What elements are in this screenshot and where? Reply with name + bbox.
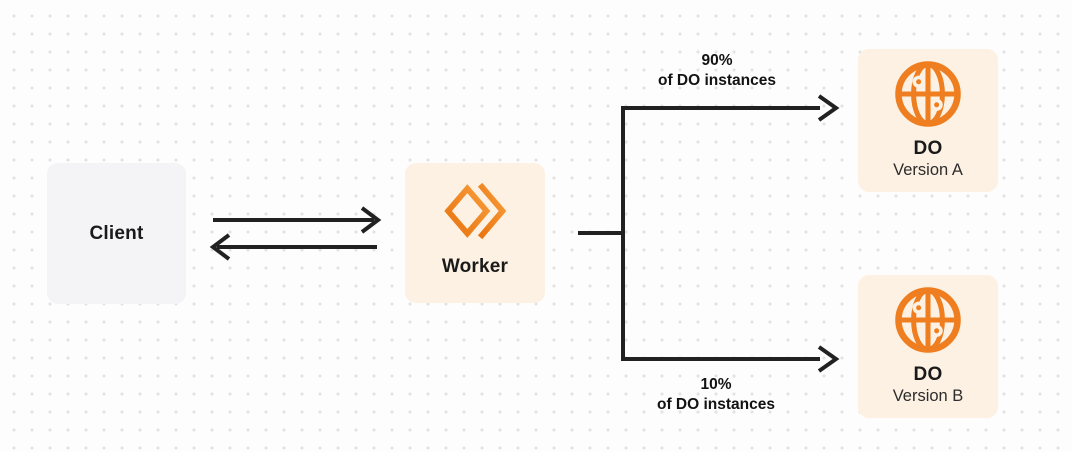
do-b-title: DO bbox=[913, 364, 943, 385]
client-label: Client bbox=[89, 222, 144, 244]
workers-icon bbox=[443, 179, 507, 243]
do-b-subtitle: Version B bbox=[892, 387, 964, 405]
bottom-branch-label: 10% of DO instances bbox=[616, 375, 816, 415]
globe-icon bbox=[892, 58, 964, 130]
bottom-branch-caption: of DO instances bbox=[657, 396, 775, 413]
worker-to-client-arrow bbox=[209, 233, 377, 261]
worker-label: Worker bbox=[441, 256, 509, 277]
branch-to-do-a-arrowhead bbox=[817, 94, 840, 122]
globe-icon bbox=[892, 284, 964, 356]
do-version-b-node: DO Version B bbox=[858, 275, 998, 418]
branch-to-do-b-arrowhead bbox=[817, 345, 840, 373]
do-a-title: DO bbox=[913, 138, 943, 159]
top-branch-label: 90% of DO instances bbox=[617, 51, 817, 91]
top-branch-caption: of DO instances bbox=[658, 72, 776, 89]
bottom-branch-percent: 10% bbox=[700, 376, 732, 393]
worker-node: Worker bbox=[405, 163, 545, 303]
do-version-a-node: DO Version A bbox=[858, 49, 998, 192]
client-to-worker-arrow bbox=[213, 206, 382, 234]
do-a-subtitle: Version A bbox=[893, 161, 963, 179]
worker-branch-line bbox=[578, 106, 820, 361]
client-node: Client bbox=[47, 163, 186, 304]
top-branch-percent: 90% bbox=[701, 52, 733, 69]
